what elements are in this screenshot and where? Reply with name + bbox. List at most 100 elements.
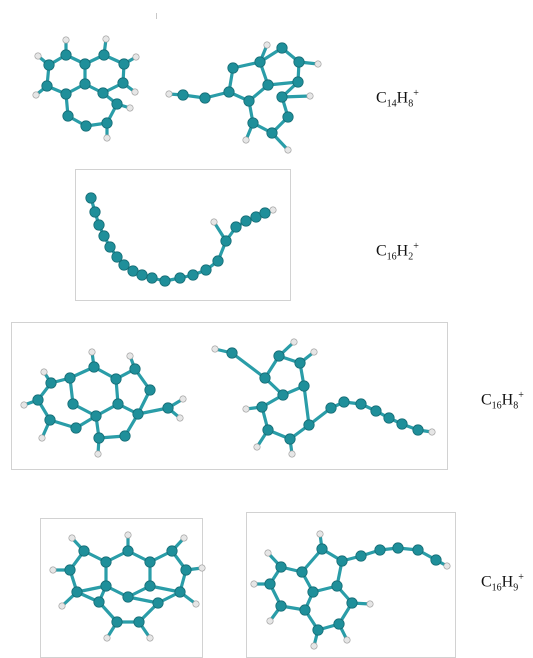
carbon-atom	[174, 586, 186, 598]
carbon-atom	[118, 259, 130, 271]
carbon-atom	[112, 398, 124, 410]
carbon-atom	[259, 207, 271, 219]
hydrogen-count: 9	[513, 582, 519, 594]
carbon-atom	[79, 78, 91, 90]
carbon-atom	[247, 117, 259, 129]
carbon-atom	[277, 389, 289, 401]
carbon-atom	[133, 616, 145, 628]
carbon-atom	[166, 545, 178, 557]
hydrogen-atom	[316, 530, 324, 538]
carbon-atom	[62, 110, 74, 122]
carbon-count: 16	[491, 400, 502, 412]
formula-c14h8-cation: C14H8+	[376, 88, 419, 110]
hydrogen-count: 8	[513, 400, 519, 412]
carbon-atom	[162, 402, 174, 414]
carbon-atom	[355, 398, 367, 410]
carbon-atom	[132, 408, 144, 420]
carbon-atom	[262, 424, 274, 436]
carbon-atom	[275, 561, 287, 573]
carbon-atom	[275, 600, 287, 612]
carbon-atom	[303, 419, 315, 431]
carbon-atom	[45, 377, 57, 389]
carbon-atom	[243, 95, 255, 107]
carbon-atom	[227, 62, 239, 74]
carbon-atom	[325, 402, 337, 414]
carbon-atom	[70, 422, 82, 434]
carbon-atom	[64, 372, 76, 384]
hydrogen-atom	[20, 401, 28, 409]
molecule-layer	[20, 35, 451, 650]
carbon-atom	[230, 221, 242, 233]
hydrogen-atom	[68, 534, 76, 542]
hydrogen-atom	[179, 395, 187, 403]
carbon-atom	[90, 410, 102, 422]
carbon-atom	[307, 586, 319, 598]
carbon-atom	[282, 111, 294, 123]
hydrogen-atom	[266, 617, 274, 625]
carbon-atom	[67, 398, 79, 410]
charge: +	[518, 390, 524, 401]
carbon-atom	[80, 120, 92, 132]
hydrogen-atom	[126, 352, 134, 360]
hydrogen-atom	[165, 90, 173, 98]
hydrogen-atom	[180, 534, 188, 542]
hydrogen-atom	[34, 52, 42, 60]
formula-c16h9-cation: C16H9+	[481, 572, 524, 594]
carbon-atom	[346, 597, 358, 609]
hydrogen-atom	[263, 41, 271, 49]
hydrogen-atom	[242, 405, 250, 413]
carbon-atom	[146, 272, 158, 284]
hydrogen-atom	[38, 434, 46, 442]
frame-row3	[11, 322, 448, 470]
formula-c16h8-cation: C16H8+	[481, 390, 524, 412]
carbon-atom	[200, 264, 212, 276]
hydrogen-atom	[310, 348, 318, 356]
hydrogen-atom	[176, 414, 184, 422]
charge: +	[518, 572, 524, 583]
carbon-atom	[111, 251, 123, 263]
carbon-atom	[144, 384, 156, 396]
hydrogen-atom	[428, 428, 436, 436]
carbon-atom	[43, 59, 55, 71]
carbon-atom	[159, 275, 171, 287]
hydrogen-atom	[40, 368, 48, 376]
carbon-atom	[129, 363, 141, 375]
formula-c16h2-cation: C16H2+	[376, 241, 419, 263]
carbon-atom	[111, 98, 123, 110]
hydrogen-atom	[288, 450, 296, 458]
carbon-atom	[331, 580, 343, 592]
carbon-atom	[199, 92, 211, 104]
carbon-atom	[71, 586, 83, 598]
carbon-atom	[44, 414, 56, 426]
carbon-atom	[104, 241, 116, 253]
hydrogen-atom	[198, 564, 206, 572]
hydrogen-atom	[366, 600, 374, 608]
carbon-atom	[333, 618, 345, 630]
carbon-atom	[89, 206, 101, 218]
hydrogen-atom	[242, 136, 250, 144]
hydrogen-atom	[192, 600, 200, 608]
hydrogen-atom	[131, 88, 139, 96]
carbon-count: 16	[491, 582, 502, 594]
carbon-atom	[93, 219, 105, 231]
hydrogen-atom	[94, 450, 102, 458]
carbon-atom	[355, 550, 367, 562]
carbon-atom	[299, 604, 311, 616]
carbon-atom	[430, 554, 442, 566]
carbon-atom	[98, 230, 110, 242]
hydrogen-atom	[443, 562, 451, 570]
carbon-atom	[412, 424, 424, 436]
hydrogen-atom	[250, 580, 258, 588]
hydrogen-atom	[126, 104, 134, 112]
carbon-atom	[374, 544, 386, 556]
hydrogen-atom	[124, 531, 132, 539]
frame-row4-left	[40, 518, 203, 658]
carbon-atom	[111, 616, 123, 628]
carbon-atom	[266, 127, 278, 139]
carbon-atom	[110, 373, 122, 385]
hydrogen-atom	[102, 35, 110, 43]
cc-bond	[302, 384, 311, 427]
carbon-atom	[256, 401, 268, 413]
carbon-atom	[136, 269, 148, 281]
hydrogen-atom	[211, 345, 219, 353]
